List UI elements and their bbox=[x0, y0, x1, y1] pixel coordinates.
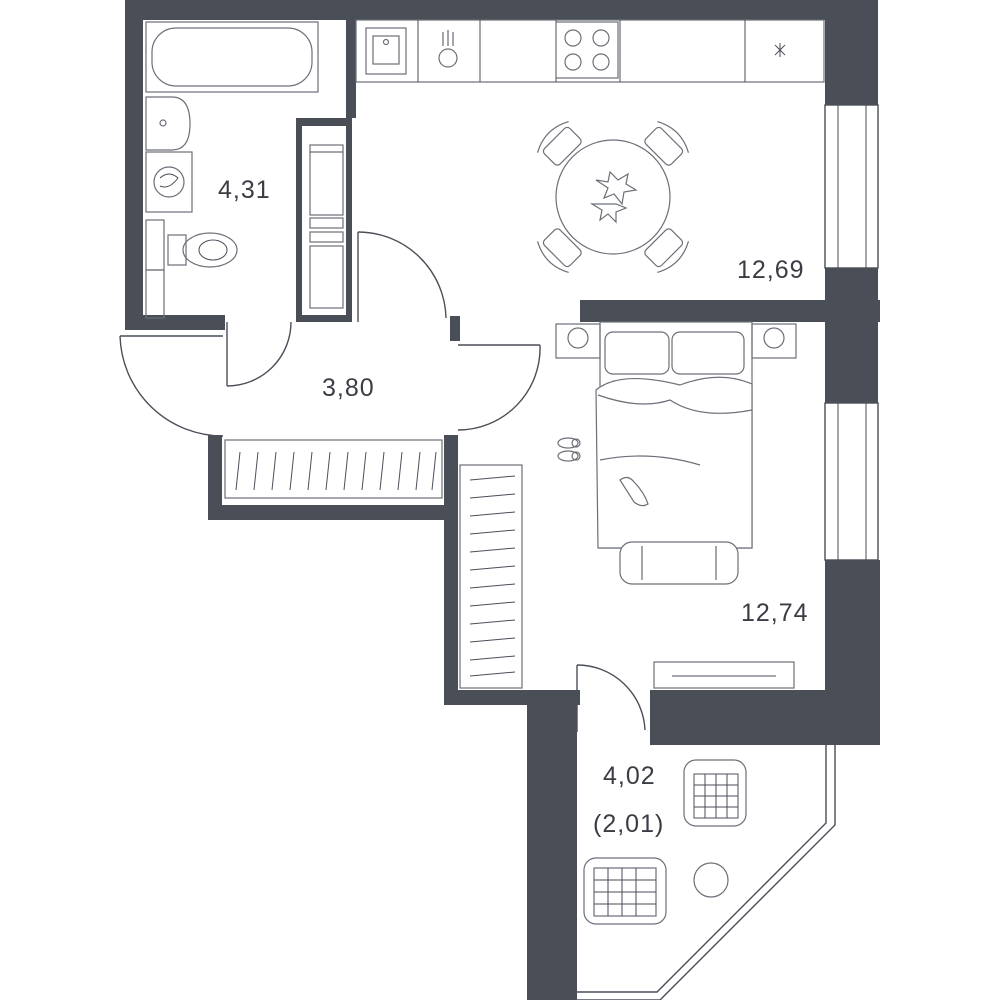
hallway-wardrobe bbox=[224, 439, 443, 499]
balcony-chair-2 bbox=[583, 857, 667, 925]
stove bbox=[555, 21, 619, 79]
bathtub bbox=[145, 21, 319, 93]
bathroom-area-label: 4,31 bbox=[218, 176, 271, 204]
sink bbox=[365, 27, 407, 75]
hood bbox=[774, 43, 786, 57]
balcony-table bbox=[693, 862, 729, 898]
balcony-area-label: 4,02 bbox=[603, 762, 656, 790]
windows bbox=[824, 104, 879, 561]
balcony-outline bbox=[577, 745, 836, 1000]
kitchen-counter bbox=[355, 19, 825, 83]
kitchen-area-label: 12,69 bbox=[737, 256, 805, 284]
balcony-chair-1 bbox=[683, 759, 747, 827]
washbasin bbox=[145, 96, 191, 151]
bench bbox=[619, 541, 739, 585]
tv-stand bbox=[653, 661, 795, 689]
dishwasher bbox=[438, 30, 458, 68]
walls bbox=[125, 0, 880, 1000]
hallway-area-label: 3,80 bbox=[322, 374, 375, 402]
room-labels: 4,31 12,69 3,80 12,74 4,02 (2,01) bbox=[218, 176, 809, 838]
balcony-reduced-area-label: (2,01) bbox=[593, 810, 664, 838]
dining-table bbox=[555, 139, 671, 255]
toilet bbox=[145, 219, 238, 319]
bed bbox=[595, 321, 753, 549]
bedroom-wardrobe bbox=[459, 464, 523, 689]
slippers bbox=[557, 437, 581, 462]
doors bbox=[119, 231, 646, 732]
fridge-column bbox=[309, 144, 344, 309]
bedroom-area-label: 12,74 bbox=[741, 599, 809, 627]
washing-machine bbox=[145, 151, 193, 213]
dining-chairs bbox=[536, 120, 690, 274]
